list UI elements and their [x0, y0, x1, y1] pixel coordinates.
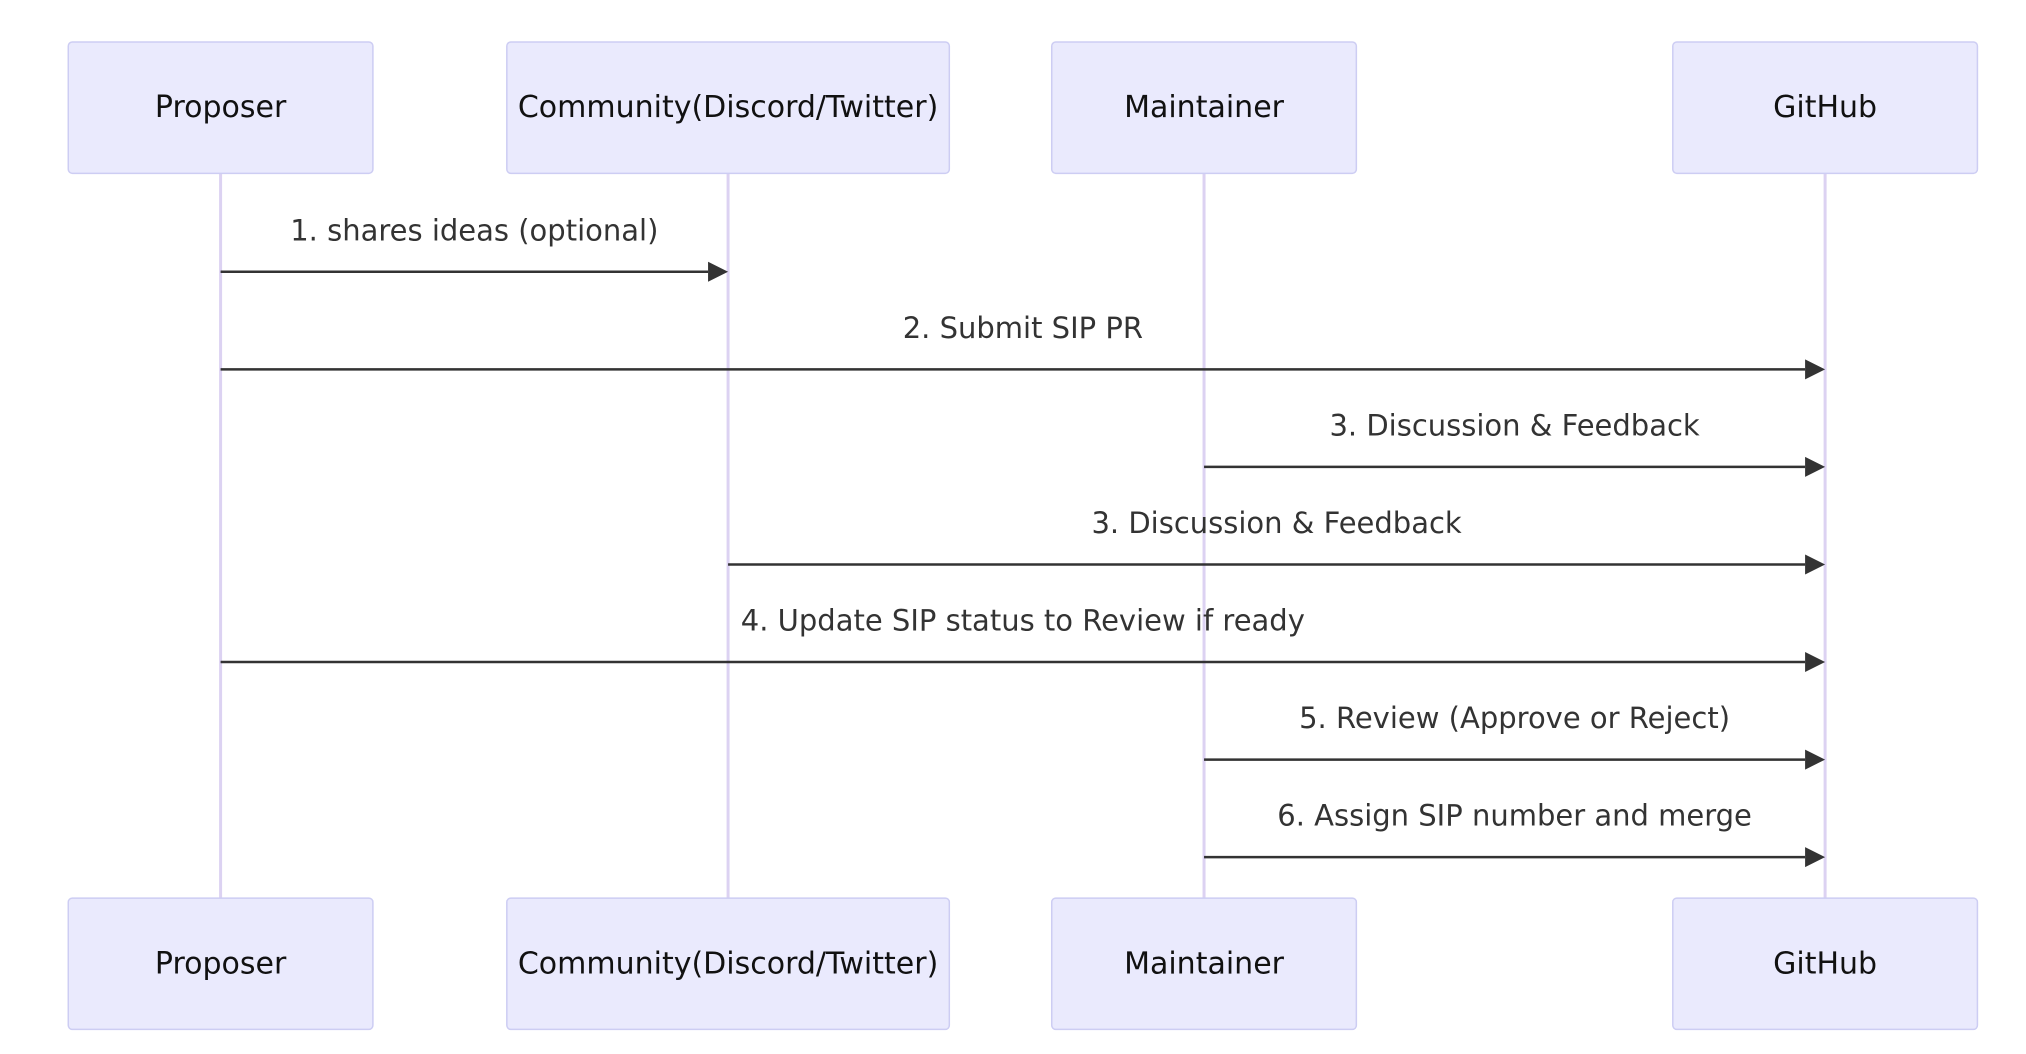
message-label: 2. Submit SIP PR — [903, 311, 1143, 345]
actor-proposer-bottom: Proposer — [67, 897, 374, 1031]
arrowhead-icon — [1805, 359, 1826, 380]
message-label: 3. Discussion & Feedback — [1091, 506, 1461, 540]
message-label: 4. Update SIP status to Review if ready — [741, 604, 1305, 638]
actor-box — [1050, 897, 1358, 1031]
actor-label: GitHub — [1773, 90, 1877, 125]
message-label: 5. Review (Approve or Reject) — [1299, 701, 1730, 735]
actors: ProposerProposerCommunity(Discord/Twitte… — [67, 41, 1979, 1031]
message-label: 1. shares ideas (optional) — [290, 213, 658, 247]
actor-label: GitHub — [1773, 946, 1877, 981]
actor-proposer-top: Proposer — [67, 41, 374, 175]
arrowhead-icon — [1805, 847, 1826, 868]
actor-label: Community(Discord/Twitter) — [518, 90, 938, 125]
arrowhead-icon — [708, 261, 729, 282]
actor-box — [506, 41, 951, 175]
lifelines — [219, 173, 1827, 899]
message-label: 6. Assign SIP number and merge — [1277, 799, 1752, 833]
actor-label: Community(Discord/Twitter) — [518, 946, 938, 981]
message-2: 2. Submit SIP PR — [220, 311, 1826, 380]
message-4: 3. Discussion & Feedback — [728, 506, 1826, 575]
actor-github-top: GitHub — [1672, 41, 1979, 175]
actor-box — [1672, 897, 1979, 1031]
arrowhead-icon — [1805, 652, 1826, 673]
arrowhead-icon — [1805, 554, 1826, 575]
actor-label: Maintainer — [1124, 90, 1285, 125]
actor-box — [67, 897, 374, 1031]
actor-box — [1672, 41, 1979, 175]
actor-box — [67, 41, 374, 175]
actor-community-top: Community(Discord/Twitter) — [506, 41, 951, 175]
actor-label: Proposer — [155, 90, 287, 125]
message-1: 1. shares ideas (optional) — [220, 213, 729, 282]
message-6: 5. Review (Approve or Reject) — [1204, 701, 1826, 770]
arrowhead-icon — [1805, 749, 1826, 770]
message-label: 3. Discussion & Feedback — [1329, 408, 1699, 442]
actor-label: Maintainer — [1124, 946, 1285, 981]
actor-box — [506, 897, 951, 1031]
messages: 1. shares ideas (optional) 2. Submit SIP … — [220, 213, 1826, 868]
actor-box — [1050, 41, 1358, 175]
arrowhead-icon — [1805, 456, 1826, 477]
message-5: 4. Update SIP status to Review if ready — [220, 604, 1826, 673]
actor-github-bottom: GitHub — [1672, 897, 1979, 1031]
actor-maintainer-top: Maintainer — [1050, 41, 1358, 175]
actor-maintainer-bottom: Maintainer — [1050, 897, 1358, 1031]
actor-community-bottom: Community(Discord/Twitter) — [506, 897, 951, 1031]
actor-label: Proposer — [155, 946, 287, 981]
message-3: 3. Discussion & Feedback — [1204, 408, 1826, 477]
message-7: 6. Assign SIP number and merge — [1204, 799, 1826, 868]
